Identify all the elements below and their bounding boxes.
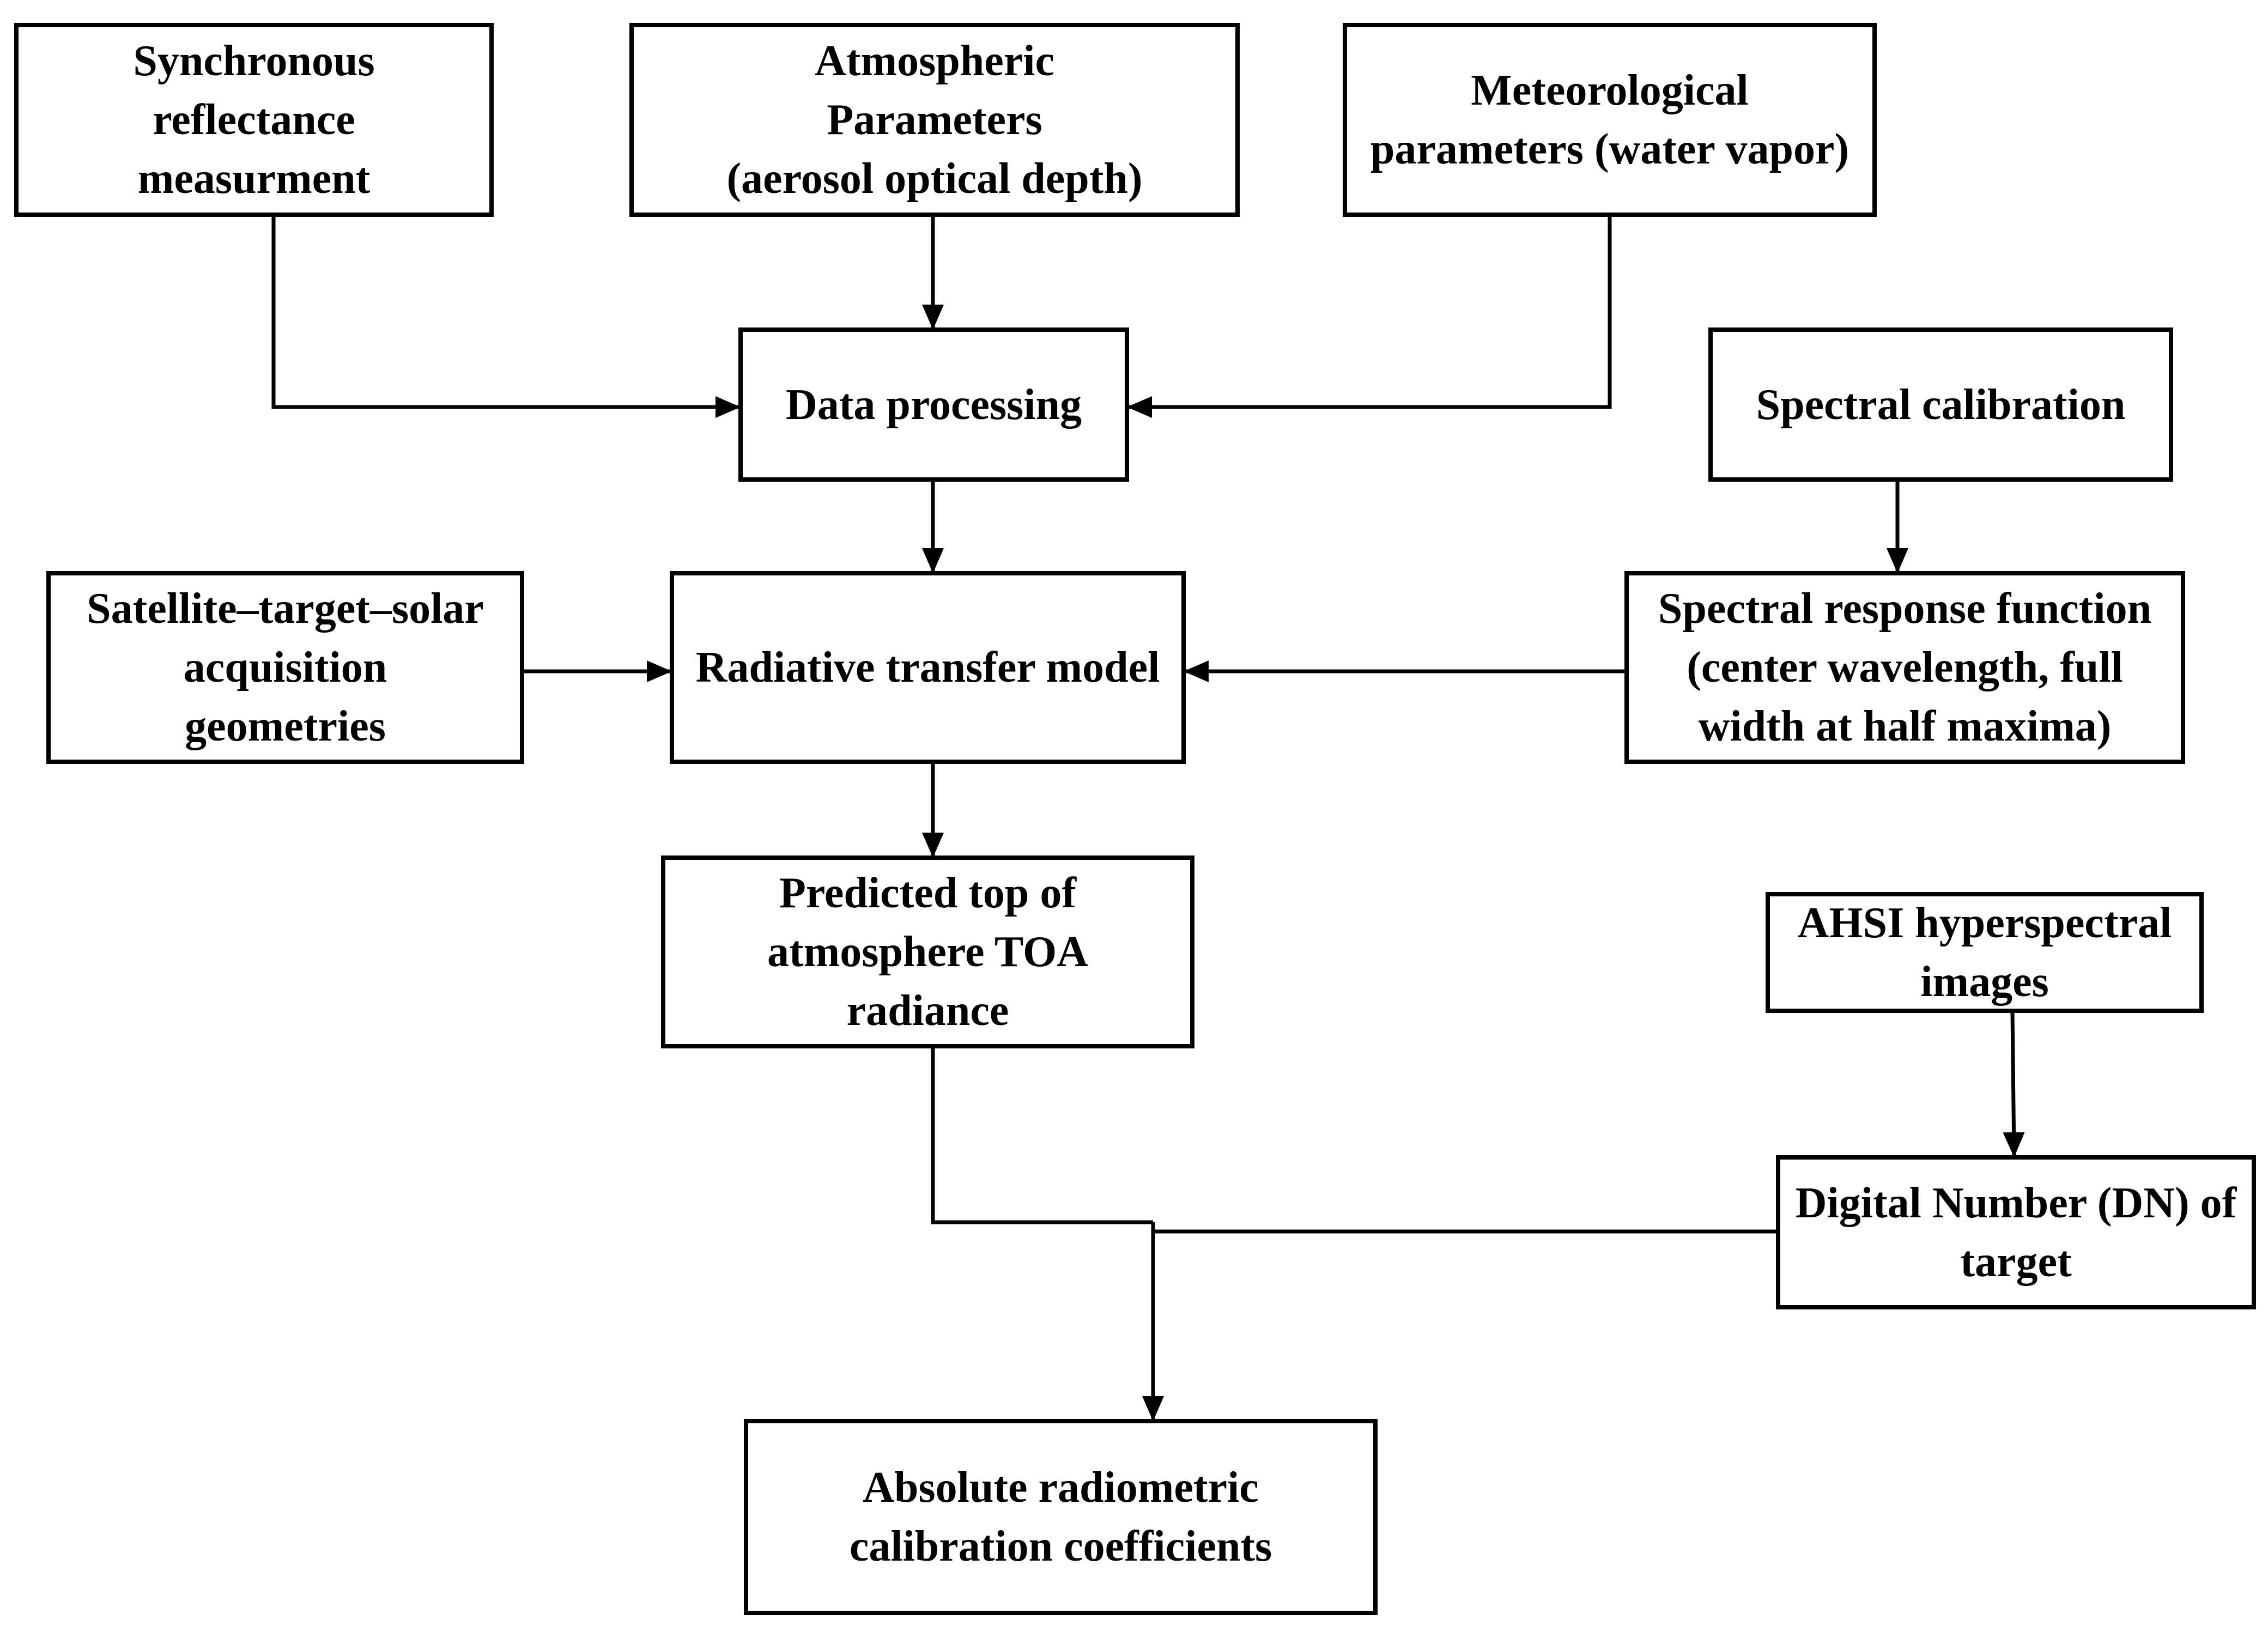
edge-predicted-to-junction: [931, 1047, 1153, 1224]
node-atmospheric-parameters-label: Atmospheric Parameters (aerosol optical …: [726, 37, 1143, 203]
node-calibration-coefficients: Absolute radiometric calibration coeffic…: [744, 1419, 1378, 1615]
node-synchronous-reflectance-label: Synchronous reflectance measurment: [133, 37, 375, 203]
node-radiative-transfer-model: Radiative transfer model: [670, 571, 1186, 764]
node-digital-number-label: Digital Number (DN) of target: [1795, 1179, 2237, 1286]
node-ahsi-images: AHSI hyperspectral images: [1766, 892, 2204, 1013]
node-spectral-response-function-label: Spectral response function (center wavel…: [1658, 585, 2152, 750]
node-predicted-toa-radiance: Predicted top of atmosphere TOA radiance: [661, 856, 1194, 1048]
node-radiative-transfer-model-label: Radiative transfer model: [695, 644, 1160, 691]
node-atmospheric-parameters: Atmospheric Parameters (aerosol optical …: [629, 23, 1240, 217]
node-data-processing: Data processing: [738, 327, 1129, 482]
node-spectral-response-function: Spectral response function (center wavel…: [1624, 571, 2185, 764]
node-acquisition-geometries-label: Satellite–target–solar acquisition geome…: [87, 585, 484, 750]
node-ahsi-images-label: AHSI hyperspectral images: [1797, 899, 2172, 1006]
node-calibration-coefficients-label: Absolute radiometric calibration coeffic…: [849, 1464, 1272, 1570]
node-data-processing-label: Data processing: [786, 380, 1082, 429]
node-synchronous-reflectance: Synchronous reflectance measurment: [14, 23, 494, 217]
node-predicted-toa-radiance-label: Predicted top of atmosphere TOA radiance: [767, 869, 1088, 1035]
node-meteorological-parameters: Meteorological parameters (water vapor): [1343, 23, 1877, 217]
node-meteorological-parameters-label: Meteorological parameters (water vapor): [1370, 66, 1849, 173]
node-spectral-calibration: Spectral calibration: [1708, 327, 2173, 482]
node-spectral-calibration-label: Spectral calibration: [1756, 380, 2126, 429]
edge-meteorological-to-data-processing: [1127, 215, 1612, 418]
edge-ahsi-to-digital-number: [2003, 1011, 2025, 1157]
node-digital-number: Digital Number (DN) of target: [1776, 1155, 2256, 1309]
edge-synchronous-to-data-processing: [271, 215, 741, 418]
node-acquisition-geometries: Satellite–target–solar acquisition geome…: [46, 571, 524, 764]
